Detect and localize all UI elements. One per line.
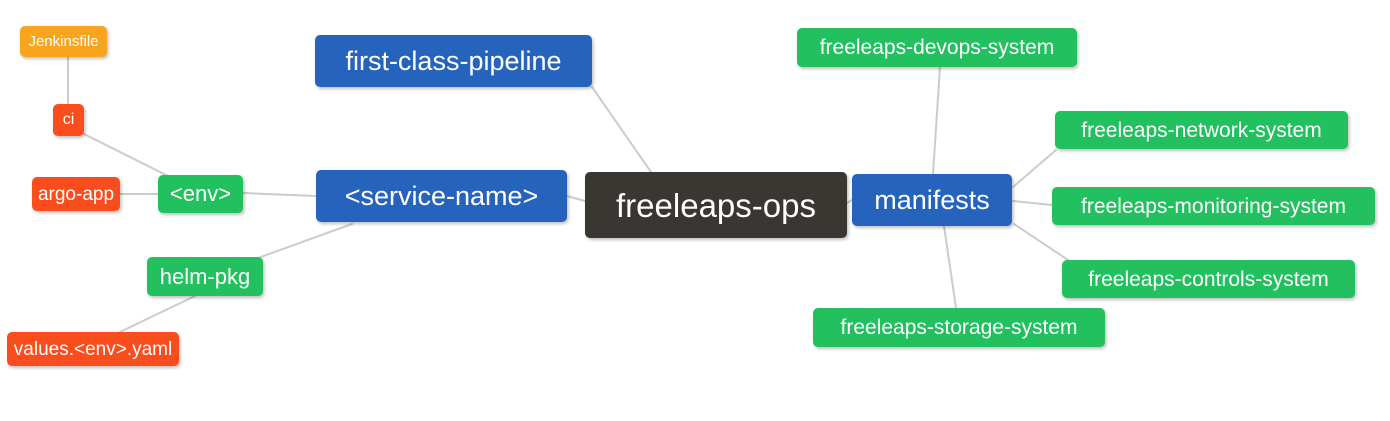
edge-helm-pkg-values-env-yaml: [119, 295, 196, 333]
node-argo-app[interactable]: argo-app: [32, 177, 120, 211]
node-helm-pkg[interactable]: helm-pkg: [147, 257, 263, 296]
node-freeleaps-storage-system[interactable]: freeleaps-storage-system: [813, 308, 1105, 347]
node-service-name[interactable]: <service-name>: [316, 170, 567, 222]
edge-manifests-freeleaps-controls-system: [1013, 223, 1072, 263]
edge-ci-env: [83, 133, 169, 177]
node-ci[interactable]: ci: [53, 104, 84, 136]
node-freeleaps-controls-system[interactable]: freeleaps-controls-system: [1062, 260, 1355, 298]
edge-manifests-freeleaps-devops-system: [932, 66, 941, 175]
edge-manifests-freeleaps-network-system: [1012, 149, 1057, 188]
node-manifests[interactable]: manifests: [852, 174, 1012, 226]
node-freeleaps-network-system[interactable]: freeleaps-network-system: [1055, 111, 1348, 149]
node-freeleaps-devops-system[interactable]: freeleaps-devops-system: [797, 28, 1077, 67]
node-freeleaps-ops[interactable]: freeleaps-ops: [585, 172, 847, 238]
node-first-class-pipeline[interactable]: first-class-pipeline: [315, 35, 592, 87]
node-env[interactable]: <env>: [158, 175, 243, 213]
edge-first-class-pipeline-freeleaps-ops: [591, 86, 652, 173]
edge-manifests-freeleaps-monitoring-system: [1012, 200, 1053, 206]
edge-env-service-name: [242, 192, 317, 197]
node-values-env-yaml[interactable]: values.<env>.yaml: [7, 332, 179, 366]
edge-manifests-freeleaps-storage-system: [943, 225, 957, 309]
edge-helm-pkg-service-name: [257, 223, 353, 259]
edge-service-name-freeleaps-ops: [566, 195, 586, 202]
node-jenkinsfile[interactable]: Jenkinsfile: [20, 26, 107, 57]
node-freeleaps-monitoring-system[interactable]: freeleaps-monitoring-system: [1052, 187, 1375, 225]
